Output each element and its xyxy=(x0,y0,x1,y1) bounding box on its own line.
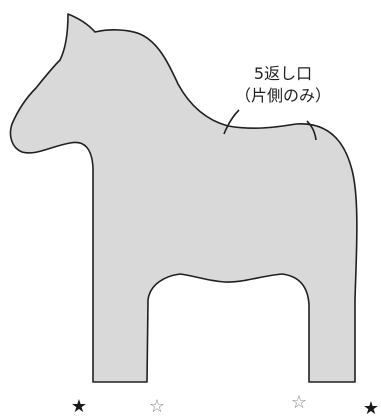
horse-silhouette xyxy=(9,13,358,383)
opening-label-line2: （片側のみ） xyxy=(235,86,331,105)
outline-star-marker-right: ☆ xyxy=(291,392,307,413)
opening-tick-right xyxy=(306,120,317,141)
filled-star-marker-right: ★ xyxy=(363,398,379,418)
filled-star-marker-left: ★ xyxy=(71,396,87,417)
outline-star-marker-left: ☆ xyxy=(149,396,165,417)
opening-tick-left xyxy=(223,109,240,135)
opening-label-line1: 5返し口 xyxy=(254,64,312,83)
